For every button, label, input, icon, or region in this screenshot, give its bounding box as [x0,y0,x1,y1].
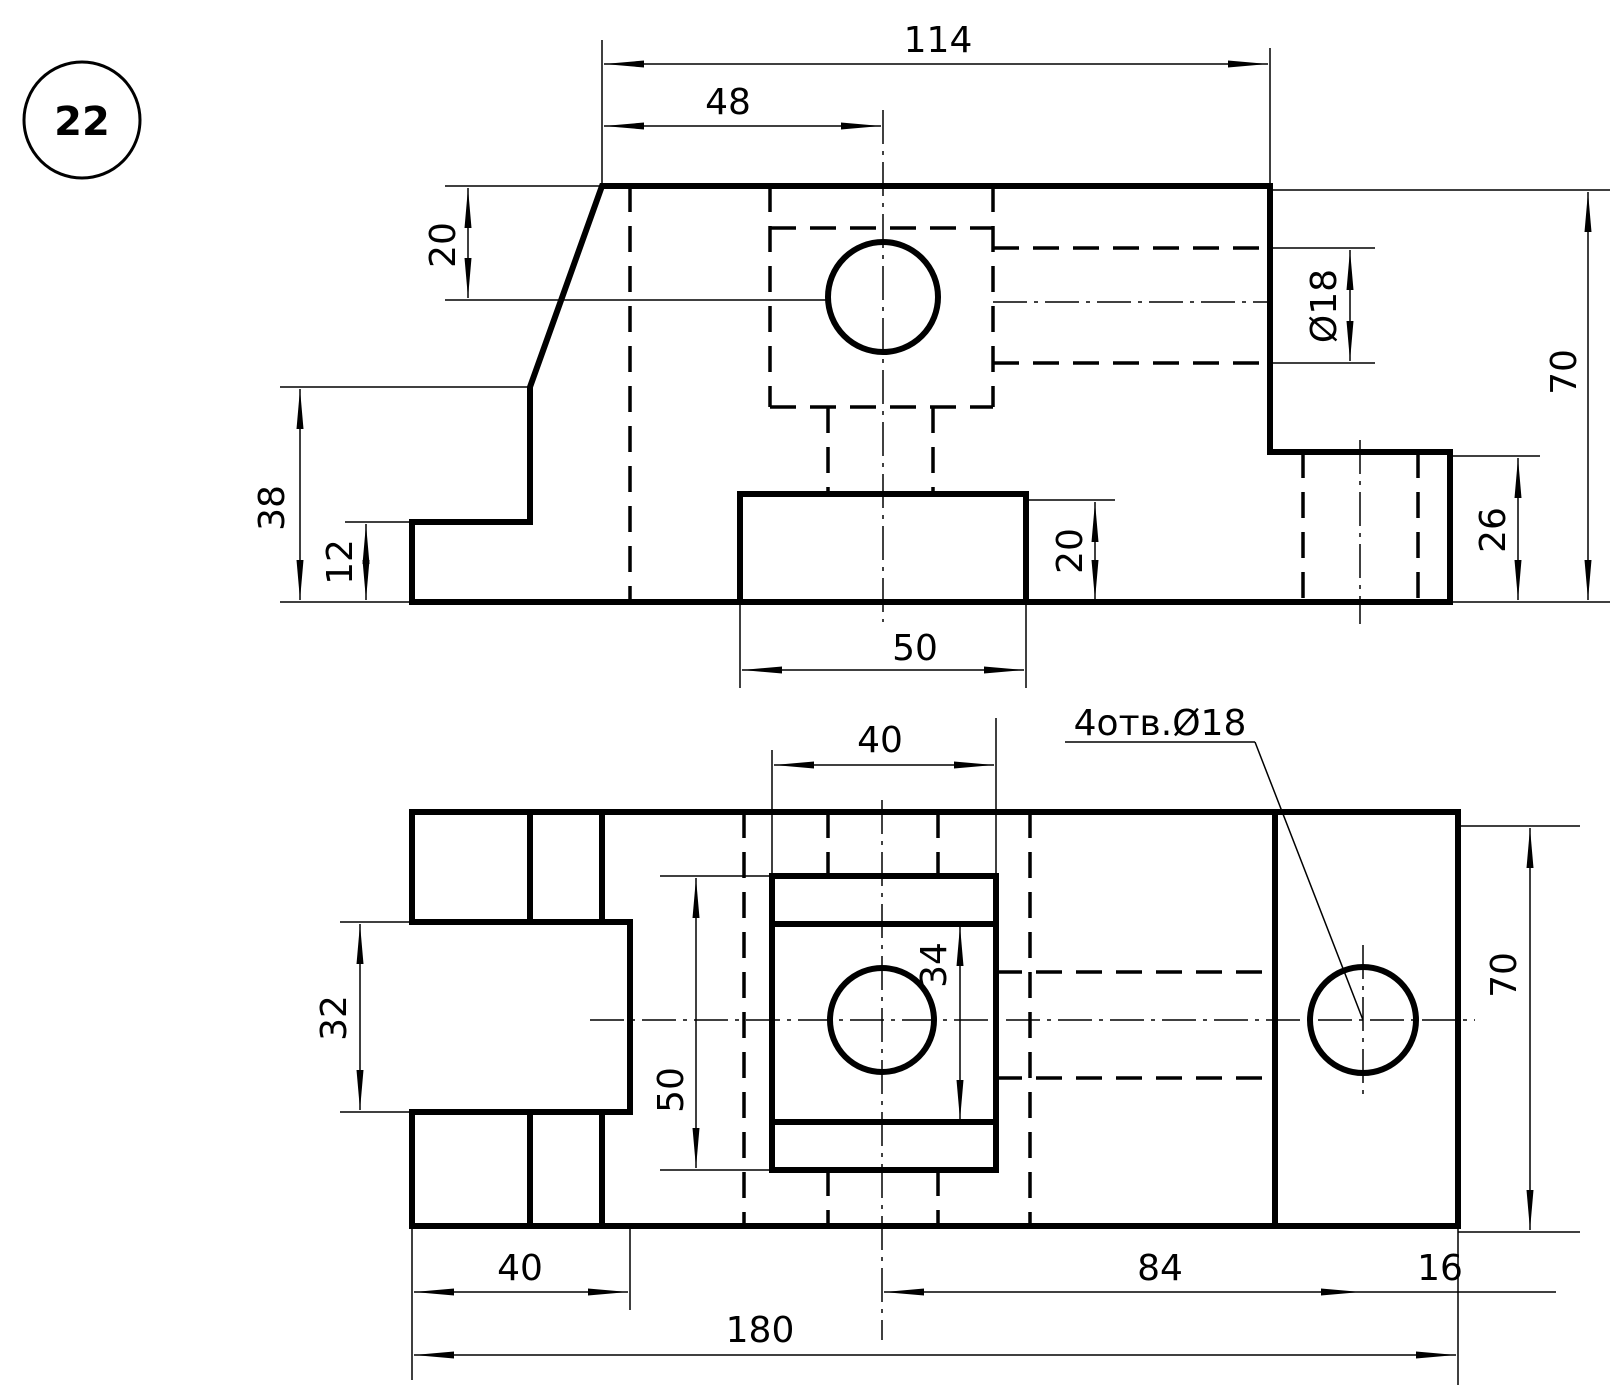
dim-84: 84 [1137,1248,1183,1289]
top-hidden-lines [742,812,1275,1226]
dim-34: 34 [914,942,955,988]
front-center-lines [882,110,1361,624]
top-boss-square [769,873,999,1173]
top-dimensions: 40 4отв.Ø18 32 50 34 70 40 84 16 180 [314,703,1556,1359]
dim-dia18: Ø18 [1304,269,1345,343]
dim-40-bottom: 40 [497,1248,543,1289]
dim-20-top: 20 [423,222,464,268]
dim-40-top: 40 [857,720,903,761]
dim-26: 26 [1473,507,1514,553]
dim-114: 114 [904,20,973,61]
top-extension-lines [340,718,1580,1385]
dim-48: 48 [705,82,751,123]
dim-32: 32 [314,995,355,1041]
front-dimensions: 114 48 20 Ø18 70 38 12 20 50 26 [252,20,1592,674]
dim-12: 12 [320,539,361,585]
task-number: 22 [54,99,110,145]
task-number-badge: 22 [22,60,142,180]
dim-50-front: 50 [892,628,938,669]
dim-20-boss: 20 [1050,528,1091,574]
dim-38: 38 [252,485,293,531]
dim-16: 16 [1417,1248,1463,1289]
dim-50-top: 50 [651,1067,692,1113]
dim-70-top: 70 [1484,952,1525,998]
front-view: 114 48 20 Ø18 70 38 12 20 50 26 [252,20,1610,688]
front-view-outline [409,183,1453,605]
dim-70-front: 70 [1544,349,1585,395]
front-hidden-lines [628,186,1420,602]
top-view: 40 4отв.Ø18 32 50 34 70 40 84 16 180 [314,703,1580,1385]
dim-180: 180 [726,1310,795,1351]
front-extension-lines [280,40,1610,688]
holes-note: 4отв.Ø18 [1074,703,1247,744]
